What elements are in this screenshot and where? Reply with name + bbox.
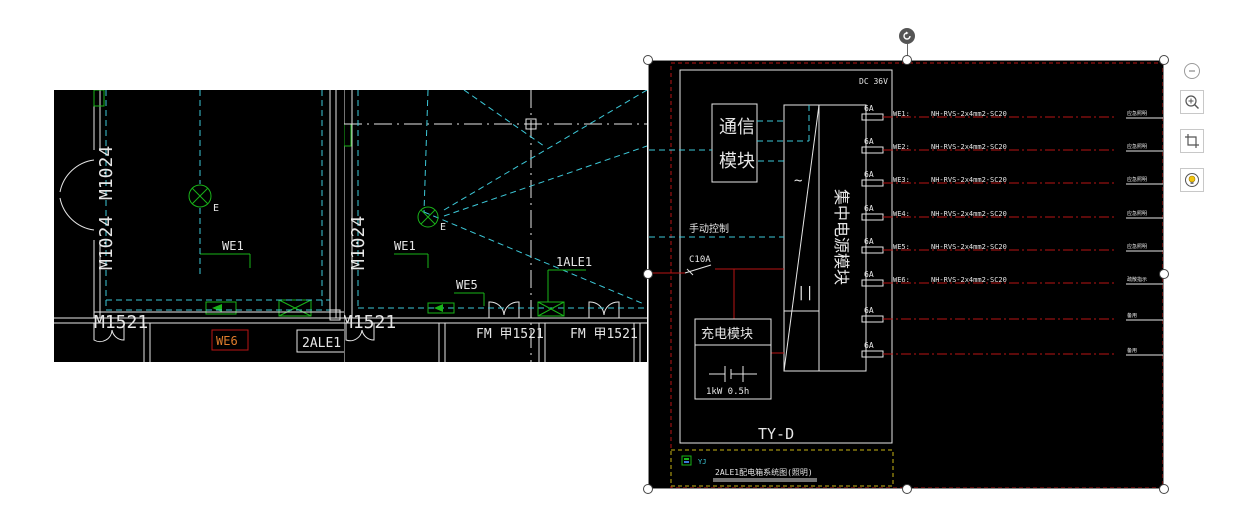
rotate-handle-stem bbox=[907, 44, 908, 60]
breaker-label: C10A bbox=[689, 255, 711, 265]
charge-module-label: 充电模块 bbox=[701, 326, 753, 342]
circuit-use: 疏散指示 bbox=[1127, 276, 1147, 283]
resize-handle-bottom-right[interactable] bbox=[1159, 484, 1169, 494]
plan-left-door-bottom-label: M1521 bbox=[94, 312, 148, 333]
circuit-use: 应急照明 bbox=[1127, 176, 1147, 183]
circuit-row: 6A WE1: NH-RVS-2x4mm2-SC20 应急照明 bbox=[861, 104, 1163, 121]
resize-handle-right[interactable] bbox=[1159, 269, 1169, 279]
circuit-rating: 6A bbox=[864, 341, 874, 350]
plan-left-tag-box: WE6 bbox=[216, 334, 238, 348]
plan-mid-door-label: M1024 bbox=[348, 216, 369, 270]
circuit-rating: 6A bbox=[864, 270, 874, 279]
plan-mid-fm-door-2: FM 甲1521 bbox=[570, 327, 638, 342]
circuit-rating: 6A bbox=[864, 237, 874, 246]
floor-plan-image-left[interactable]: M1024 M1024 E WE1 M1521 WE6 2ALE1 bbox=[54, 90, 344, 362]
ideas-button[interactable] bbox=[1180, 168, 1204, 192]
plan-mid-door-bottom: M1521 bbox=[344, 312, 396, 333]
circuit-use: 应急照明 bbox=[1127, 110, 1147, 117]
lightbulb-icon bbox=[1185, 173, 1199, 187]
circuit-use: 备用 bbox=[1127, 312, 1137, 319]
resize-handle-top-right[interactable] bbox=[1159, 55, 1169, 65]
floor-plan-left-canvas: M1024 M1024 E WE1 M1521 WE6 2ALE1 bbox=[54, 90, 344, 362]
rotate-icon bbox=[903, 31, 911, 40]
plan-left-light-label: E bbox=[213, 203, 219, 214]
circuit-id: WE2: bbox=[893, 143, 910, 151]
circuit-id: WE4: bbox=[893, 210, 910, 218]
diagram-caption: 2ALE1配电箱系统图(照明) bbox=[715, 467, 813, 477]
circuit-cable: NH-RVS-2x4mm2-SC20 bbox=[931, 210, 1007, 218]
circuit-rating: 6A bbox=[864, 137, 874, 146]
plan-mid-circuit-we5: WE5 bbox=[456, 278, 478, 292]
minus-icon bbox=[1189, 70, 1195, 72]
plan-left-door-label: M1024 bbox=[96, 146, 117, 200]
bus-tilde: ~ bbox=[794, 173, 802, 189]
model-label: TY-D bbox=[758, 425, 794, 443]
circuit-cable: NH-RVS-2x4mm2-SC20 bbox=[931, 276, 1007, 284]
battery-spec-label: 1kW 0.5h bbox=[706, 387, 749, 397]
floor-plan-middle-canvas: M1024 E WE1 WE5 1ALE1 M1521 FM 甲1521 FM … bbox=[344, 90, 647, 362]
circuit-id: WE3: bbox=[893, 176, 910, 184]
plan-left-panel-label: 2ALE1 bbox=[302, 336, 341, 351]
circuit-row: 6A WE4: NH-RVS-2x4mm2-SC20 应急照明 bbox=[861, 204, 1163, 221]
comm-module-text-2: 模块 bbox=[719, 151, 755, 172]
circuit-row: 6A 备用 bbox=[861, 306, 1163, 323]
circuit-cable: NH-RVS-2x4mm2-SC20 bbox=[931, 243, 1007, 251]
circuit-id: WE1: bbox=[893, 110, 910, 118]
legend-code: YJ bbox=[698, 458, 706, 466]
rotate-handle[interactable] bbox=[899, 28, 915, 44]
circuit-row: 6A WE2: NH-RVS-2x4mm2-SC20 应急照明 bbox=[861, 137, 1163, 154]
plan-mid-circuit-we1: WE1 bbox=[394, 239, 416, 253]
system-diagram-image[interactable]: 通信 模块 ~ 集中电源模块 || DC 36V 手动控制 C10A 充电模块 bbox=[648, 60, 1164, 489]
plan-mid-light-label: E bbox=[440, 222, 446, 233]
central-power-module-label: 集中电源模块 bbox=[832, 189, 851, 285]
plan-left-door-label-2: M1024 bbox=[96, 216, 117, 270]
circuit-rating: 6A bbox=[864, 204, 874, 213]
circuit-cable: NH-RVS-2x4mm2-SC20 bbox=[931, 176, 1007, 184]
bus-equals-mark: || bbox=[797, 285, 814, 301]
circuit-id: WE5: bbox=[893, 243, 910, 251]
zoom-in-icon bbox=[1185, 95, 1199, 109]
circuit-cable: NH-RVS-2x4mm2-SC20 bbox=[931, 110, 1007, 118]
circuit-row: 6A 备用 bbox=[861, 341, 1163, 358]
circuit-rows: 6A WE1: NH-RVS-2x4mm2-SC20 应急照明 6A WE2: … bbox=[861, 104, 1163, 358]
crop-icon bbox=[1185, 134, 1199, 148]
resize-handle-bottom-left[interactable] bbox=[643, 484, 653, 494]
circuit-cable: NH-RVS-2x4mm2-SC20 bbox=[931, 143, 1007, 151]
dc-voltage-label: DC 36V bbox=[859, 77, 888, 86]
comm-module-text-1: 通信 bbox=[719, 117, 755, 138]
plan-mid-panel-1ale1: 1ALE1 bbox=[556, 255, 592, 269]
crop-button[interactable] bbox=[1180, 129, 1204, 153]
circuit-id: WE6: bbox=[893, 276, 910, 284]
plan-left-circuit-label: WE1 bbox=[222, 239, 244, 253]
circuit-row: 6A WE3: NH-RVS-2x4mm2-SC20 应急照明 bbox=[861, 170, 1163, 187]
circuit-rating: 6A bbox=[864, 306, 874, 315]
circuit-use: 应急照明 bbox=[1127, 243, 1147, 250]
circuit-rating: 6A bbox=[864, 104, 874, 113]
circuit-use: 应急照明 bbox=[1127, 143, 1147, 150]
circuit-use: 应急照明 bbox=[1127, 210, 1147, 217]
resize-handle-bottom[interactable] bbox=[902, 484, 912, 494]
collapse-toolbar-button[interactable] bbox=[1184, 63, 1200, 79]
circuit-rating: 6A bbox=[864, 170, 874, 179]
plan-mid-fm-door-1: FM 甲1521 bbox=[476, 327, 544, 342]
circuit-row: 6A WE5: NH-RVS-2x4mm2-SC20 应急照明 bbox=[861, 237, 1163, 254]
floor-plan-image-middle[interactable]: M1024 E WE1 WE5 1ALE1 M1521 FM 甲1521 FM … bbox=[344, 90, 647, 362]
resize-handle-left[interactable] bbox=[643, 269, 653, 279]
resize-handle-top-left[interactable] bbox=[643, 55, 653, 65]
circuit-use: 备用 bbox=[1127, 347, 1137, 354]
resize-handle-top[interactable] bbox=[902, 55, 912, 65]
system-diagram-canvas: 通信 模块 ~ 集中电源模块 || DC 36V 手动控制 C10A 充电模块 bbox=[649, 62, 1163, 488]
manual-control-label: 手动控制 bbox=[689, 222, 729, 235]
zoom-button[interactable] bbox=[1180, 90, 1204, 114]
circuit-row: 6A WE6: NH-RVS-2x4mm2-SC20 疏散指示 bbox=[861, 270, 1163, 287]
